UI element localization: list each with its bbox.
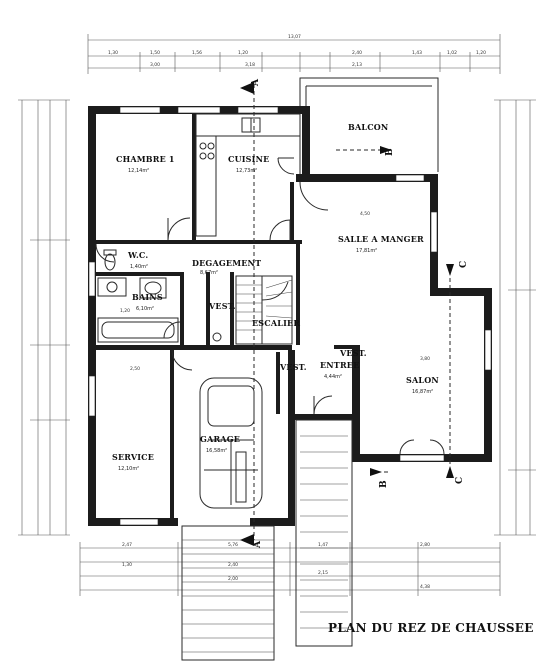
dim-bottom-6: 2,15	[318, 570, 328, 576]
dim-interior-2: 1,20	[120, 308, 130, 314]
plan-title: PLAN DU REZ DE CHAUSSEE	[328, 621, 534, 635]
room-chambre1-area: 12,14m²	[128, 168, 149, 174]
dim-bottom-7: 2,00	[228, 576, 238, 582]
dim-bottom-3: 2,80	[420, 542, 430, 548]
axis-a-bottom: A	[253, 540, 263, 549]
room-wc-name: W.C.	[127, 250, 148, 260]
room-vest2-name: VEST.	[279, 362, 307, 372]
staircase	[235, 275, 293, 345]
dim-top-2: 1,50	[150, 50, 160, 56]
bathroom-fixtures	[97, 249, 222, 343]
dim-top-6: 1,43	[412, 50, 422, 56]
room-salle-name: SALLE A MANGER	[338, 234, 424, 244]
interior-walls	[96, 114, 360, 518]
axis-b-top: B	[385, 148, 395, 156]
room-vest1-name: VEST.	[208, 301, 236, 311]
room-entree-area: 4,44m²	[324, 374, 342, 380]
dim-bottom-0: 2,47	[122, 542, 132, 548]
axis-c-top: C	[459, 261, 469, 268]
interior-dimensions: 4,50 3,80 1,20 2,50	[120, 211, 430, 372]
section-markers: A A B B C C	[240, 78, 469, 549]
dim-top-total: 13,07	[288, 34, 301, 40]
room-garage-area: 16,58m²	[206, 448, 227, 454]
dim-bottom-4: 5,76	[228, 542, 238, 548]
dim-bottom-2: 1,47	[318, 542, 328, 548]
dim-top-5: 2,40	[352, 50, 362, 56]
room-degagement-area: 8,67m²	[200, 270, 218, 276]
room-service-area: 12,10m²	[118, 466, 139, 472]
room-bains-area: 6,10m²	[136, 306, 154, 312]
dim-top-7: 1,02	[447, 50, 457, 56]
kitchen-fixtures	[195, 113, 301, 237]
room-labels: CHAMBRE 1 12,14m² CUISINE 12,73m² BALCON…	[112, 122, 439, 472]
dim-top-8: 1,20	[476, 50, 486, 56]
dim-interior-0: 4,50	[360, 211, 370, 217]
dim-top-10: 3,18	[245, 62, 255, 68]
room-bains-name: BAINS	[132, 292, 163, 302]
dim-bottom-1: 2,40	[228, 562, 238, 568]
top-dimension-lines: 13,07 1,30 1,50 1,56 1,20 2,40 1,43 1,02…	[87, 34, 501, 74]
room-salle-area: 17,81m²	[356, 248, 377, 254]
dim-top-9: 3,00	[150, 62, 160, 68]
dim-interior-3: 2,50	[130, 366, 140, 372]
room-degagement-name: DEGAGEMENT	[192, 258, 261, 268]
dim-top-4: 1,20	[238, 50, 248, 56]
side-dimension-lines	[18, 99, 536, 536]
dim-bottom-8: 4,38	[420, 584, 430, 590]
axis-b-bottom: B	[379, 480, 389, 488]
room-balcon-name: BALCON	[348, 122, 388, 132]
dim-interior-1: 3,80	[420, 356, 430, 362]
room-cuisine-name: CUISINE	[228, 154, 269, 164]
dim-top-3: 1,56	[192, 50, 202, 56]
room-cuisine-area: 12,73m²	[236, 168, 257, 174]
dim-top-11: 2,13	[352, 62, 362, 68]
exterior-stairs	[181, 419, 353, 661]
room-vest3-name: VEST.	[339, 348, 367, 358]
room-service-name: SERVICE	[112, 452, 154, 462]
dim-top-1: 1,30	[108, 50, 118, 56]
room-salon-area: 16,87m²	[412, 389, 433, 395]
door-swings	[95, 157, 445, 455]
room-escalier-name: ESCALIER	[252, 318, 300, 328]
axis-a-top: A	[251, 78, 261, 87]
room-entree-name: ENTREE	[320, 360, 359, 370]
dim-bottom-5: 1,30	[122, 562, 132, 568]
room-chambre1-name: CHAMBRE 1	[116, 154, 175, 164]
axis-c-bottom: C	[455, 477, 465, 484]
room-garage-name: GARAGE	[200, 434, 240, 444]
room-salon-name: SALON	[406, 375, 439, 385]
window-openings	[88, 106, 492, 526]
room-wc-area: 1,40m²	[130, 264, 148, 270]
bottom-dimension-lines: 2,47 2,40 1,47 2,80 5,76 1,30 2,15 2,00 …	[79, 542, 501, 596]
